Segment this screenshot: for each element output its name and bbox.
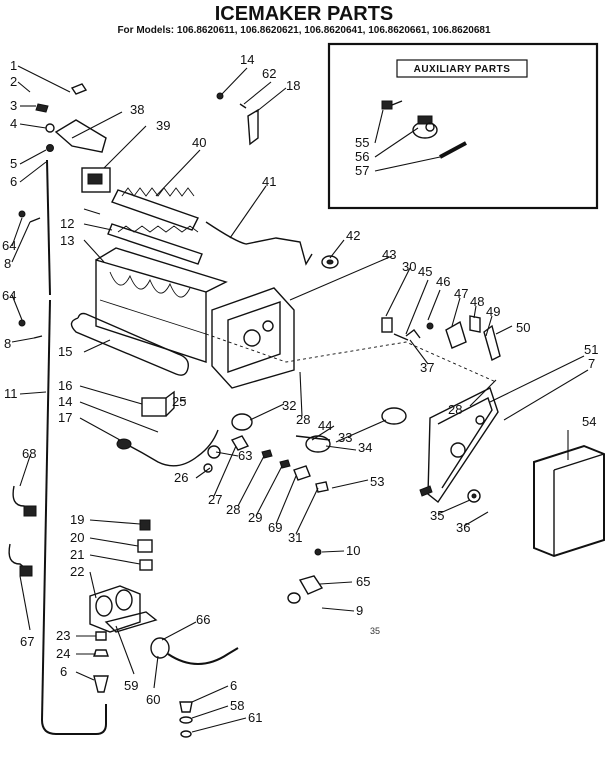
callout-38: 38 [130,102,144,117]
callout-18: 18 [286,78,300,93]
callout-57: 57 [355,163,369,178]
callout-53: 53 [370,474,384,489]
page-number: 35 [370,626,380,636]
callout-10: 10 [346,543,360,558]
callout-1: 1 [10,58,17,73]
callout-45: 45 [418,264,432,279]
callout-48: 48 [470,294,484,309]
callout-60: 60 [146,692,160,707]
callout-19: 19 [70,512,84,527]
callout-4: 4 [10,116,17,131]
callout-15: 15 [58,344,72,359]
callout-47: 47 [454,286,468,301]
callout-32: 32 [282,398,296,413]
callout-51: 51 [584,342,598,357]
callout-23: 23 [56,628,70,643]
callout-50: 50 [516,320,530,335]
callout-63: 63 [238,448,252,463]
callout-22: 22 [70,564,84,579]
callout-11: 11 [4,386,18,401]
callout-5: 5 [10,156,17,171]
callout-46: 46 [436,274,450,289]
auxiliary-parts-heading: AUXILIARY PARTS [414,64,511,75]
models-line: For Models: 106.8620611, 106.8620621, 10… [117,25,491,36]
callout-26: 26 [174,470,188,485]
callout-66: 66 [196,612,210,627]
callout-64-upper: 64 [2,238,16,253]
callout-24: 24 [56,646,70,661]
callout-36: 36 [456,520,470,535]
callout-leaders [11,65,589,733]
callout-13: 13 [60,233,74,248]
auxiliary-parts-box: AUXILIARY PARTS 55 56 57 [327,42,599,210]
callout-69: 69 [268,520,282,535]
callout-62: 62 [262,66,276,81]
callout-3: 3 [10,98,17,113]
page-title: ICEMAKER PARTS [215,3,394,25]
callout-67: 67 [20,634,34,649]
callout-58: 58 [230,698,244,713]
callout-30: 30 [402,259,416,274]
icemaker-exploded-view [8,83,605,738]
callout-34: 34 [358,440,372,455]
callout-39: 39 [156,118,170,133]
auxiliary-valve-part [412,115,438,139]
callout-28-right: 28 [448,402,462,417]
callout-31: 31 [288,530,302,545]
callout-55: 55 [355,135,369,150]
callout-8-upper: 8 [4,256,11,271]
callout-56: 56 [355,149,369,164]
callout-40: 40 [192,135,206,150]
callout-14-middle: 14 [58,394,72,409]
callout-27: 27 [208,492,222,507]
callout-17: 17 [58,410,72,425]
callout-29: 29 [248,510,262,525]
callout-6-lower: 6 [60,664,67,679]
callout-65: 65 [356,574,370,589]
callout-28-lower: 28 [226,502,240,517]
callout-12: 12 [60,216,74,231]
callout-44: 44 [318,418,332,433]
callout-21: 21 [70,547,84,562]
callout-9: 9 [356,603,363,618]
callout-68: 68 [22,446,36,461]
callout-54: 54 [582,414,596,429]
callout-35: 35 [430,508,444,523]
callout-61: 61 [248,710,262,725]
callout-16: 16 [58,378,72,393]
callout-20: 20 [70,530,84,545]
auxiliary-screw-part [381,100,403,110]
callout-59: 59 [124,678,138,693]
callout-64-lower: 64 [2,288,16,303]
auxiliary-tube-part [439,141,467,159]
callout-numbers: 1 2 3 4 5 6 38 39 40 14 62 18 41 42 43 3… [2,52,598,725]
callout-28-mid: 28 [296,412,310,427]
callout-43: 43 [382,247,396,262]
callout-14-top: 14 [240,52,254,67]
callout-8-lower: 8 [4,336,11,351]
callout-25: 25 [172,394,186,409]
callout-6: 6 [10,174,17,189]
callout-6-right: 6 [230,678,237,693]
callout-2: 2 [10,74,17,89]
callout-37: 37 [420,360,434,375]
callout-41: 41 [262,174,276,189]
callout-7: 7 [588,356,595,371]
callout-49: 49 [486,304,500,319]
callout-42: 42 [346,228,360,243]
callout-33: 33 [338,430,352,445]
